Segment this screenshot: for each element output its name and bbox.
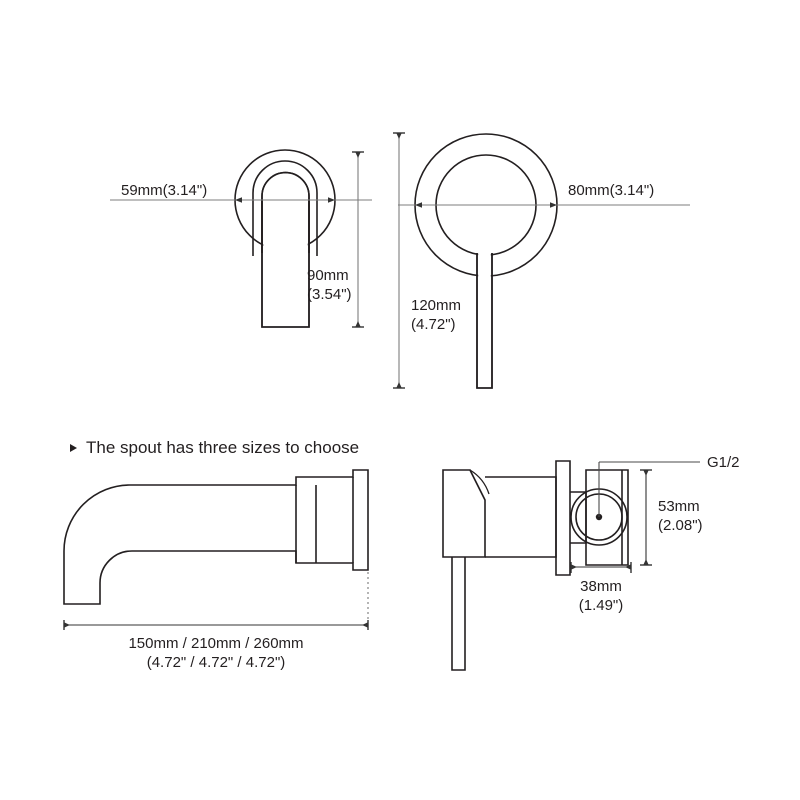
valve-thread-leader: [598, 461, 700, 517]
valve-height-label-line1: 53mm: [658, 498, 700, 515]
valve-depth-dimension: [570, 562, 632, 573]
valve-flange: [555, 460, 571, 576]
handle-front-height-dimension: [352, 151, 364, 328]
valve-handle-cap: [442, 469, 486, 558]
valve-thread-label: G1/2: [707, 454, 740, 471]
handle-side-height-dimension: [393, 132, 405, 389]
valve-neck: [570, 491, 587, 544]
handle-front-geometry: [234, 149, 336, 328]
handle-side-geometry: [414, 133, 558, 389]
handle-ring-inner-arc-restroke: [261, 171, 310, 253]
lever-fill-mask: [263, 200, 308, 326]
valve-depth-label-line1: 38mm: [580, 578, 622, 595]
handle-lever-rectangle-restroke: [261, 200, 310, 328]
valve-depth-label-line2: (1.49"): [578, 597, 624, 614]
arrow-left: [235, 197, 242, 203]
valve-height-dimension: [640, 469, 652, 566]
handle-ring-outer-arc: [252, 160, 318, 256]
handle-stem-mask: [478, 253, 491, 387]
handle-side-height-label-line2: (4.72"): [411, 316, 456, 333]
handle-front-width-dimension: [110, 197, 372, 203]
valve-cap-arc: [469, 469, 490, 495]
triangle-right-icon: [70, 444, 77, 452]
spout-geometry: [63, 469, 369, 605]
handle-front-height-label-line2: (3.54"): [307, 286, 352, 303]
handle-side-width-dimension: [398, 202, 690, 208]
handle-side-height-label-line1: 120mm: [411, 297, 462, 314]
valve-cylinder: [485, 476, 557, 558]
spout-outline: [63, 469, 369, 605]
valve-geometry: [442, 460, 629, 671]
handle-front-width-label: 59mm(3.14"): [121, 182, 208, 199]
spout-heading: The spout has three sizes to choose: [86, 438, 360, 457]
arrow-right: [328, 197, 335, 203]
spout-length-dimension: [63, 572, 369, 630]
handle-front-height-label-line1: 90mm: [307, 267, 349, 284]
handle-stem-restroke: [476, 253, 493, 389]
handle-side-width-label: 80mm(3.14"): [568, 182, 655, 199]
valve-lever: [451, 557, 466, 671]
spout-length-label-line2: (4.72" / 4.72" / 4.72"): [146, 654, 286, 671]
spout-length-label-line1: 150mm / 210mm / 260mm: [128, 635, 304, 652]
valve-cap-bevel: [469, 469, 486, 501]
valve-height-label-line2: (2.08"): [658, 517, 703, 534]
